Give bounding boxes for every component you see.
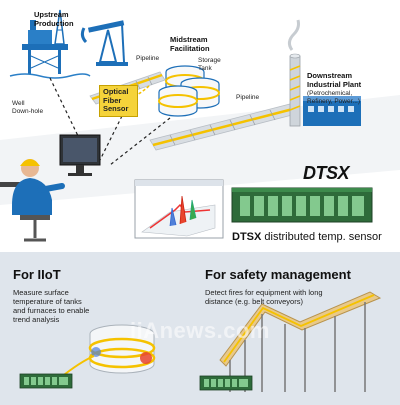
dtsx-caption: DTSX distributed temp. sensor [232,231,382,243]
safety-dtsx-unit-icon [199,375,253,391]
label-well: Well Down-hole [12,100,44,115]
label-fiber-sensor: Optical Fiber Sensor [99,85,138,117]
temperature-chart-thumbnail [134,179,224,239]
panel-desc-safety: Detect fires for equipment with long dis… [205,288,323,306]
applications-panel: For IIoT Measure surface temperature of … [0,252,400,405]
caption-rest: distributed temp. sensor [261,231,382,243]
panel-title-safety: For safety management [205,267,351,282]
panel-title-iiot: For IIoT [13,267,61,282]
dtsx-logo: DTSX [303,163,350,183]
industrial-plant-icon [287,19,361,127]
dtsx-hardware-icon [231,187,373,223]
caption-bold: DTSX [232,231,262,243]
label-midstream: Midstream Facilitation [170,35,210,53]
operator-workstation-icon [0,134,101,242]
label-upstream: Upstream Production [34,10,74,28]
pipeline-downstream [149,103,297,151]
connection-lines [49,77,171,166]
label-downstream-sub: (Petrochemical, Refinery, Power...) [307,90,360,105]
panel-desc-iiot: Measure surface temperature of tanks and… [13,288,90,324]
watermark-text: iiAnews.com [130,318,270,343]
iiot-dtsx-unit-icon [19,373,73,389]
label-pipeline-2: Pipeline [236,94,260,101]
storage-tank-icon [158,65,220,117]
offshore-platform-icon [9,9,91,79]
label-pipeline-1: Pipeline [136,55,160,62]
label-downstream: Downstream Industrial Plant [307,71,362,89]
label-storage-tank: Storage Tank [198,57,221,72]
monitored-tank-icon [88,324,156,374]
pump-jack-icon [80,20,128,66]
applications-illustration [19,291,382,392]
